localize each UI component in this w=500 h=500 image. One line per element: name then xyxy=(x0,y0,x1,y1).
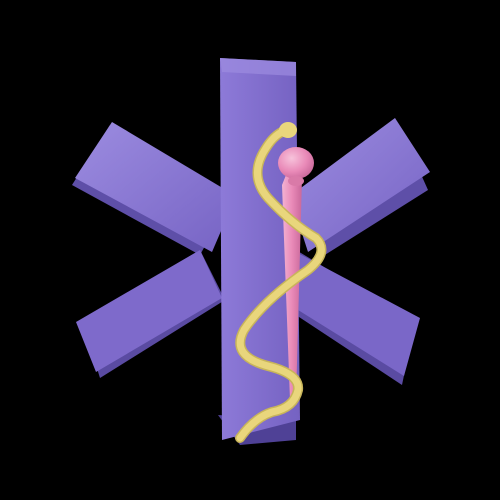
serpent xyxy=(235,122,327,443)
staff-knob xyxy=(278,147,314,179)
star-arms xyxy=(75,118,430,376)
